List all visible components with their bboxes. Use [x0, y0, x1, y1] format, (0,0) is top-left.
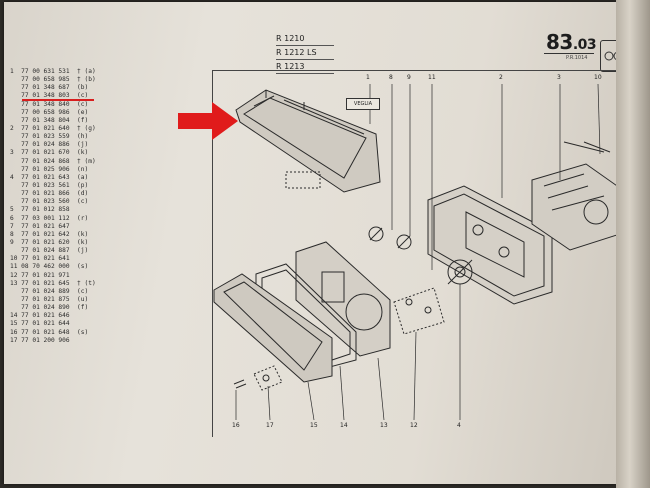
part-row: 9 77 01 021 620 (k) — [10, 238, 89, 246]
part-row: 77 01 024 887 (j) — [10, 247, 89, 255]
veglia-brand-label: VEGLIA — [346, 98, 380, 110]
part-row: 12 77 01 021 971 — [10, 271, 70, 279]
part-row: 77 01 348 687 (b) — [10, 84, 89, 92]
part-row: 77 01 348 840 (c) — [10, 100, 89, 108]
part-row: 17 77 01 200 906 — [10, 336, 70, 344]
part-row: 11 08 70 462 000 (s) — [10, 263, 89, 271]
part-row: 14 77 01 021 646 — [10, 312, 70, 320]
part-row: 77 01 021 875 (u) — [10, 295, 89, 303]
part-row: 2 77 01 021 640 † (g) — [10, 124, 96, 132]
page-stack-edge — [616, 0, 650, 488]
part-row: 16 77 01 021 648 (s) — [10, 328, 89, 336]
callout-3: 3 — [557, 74, 561, 81]
part-row: 77 00 658 986 (e) — [10, 108, 89, 116]
part-row: 6 77 03 001 112 (r) — [10, 214, 89, 222]
callout-1: 1 — [366, 74, 370, 81]
part-row: 77 01 024 886 (j) — [10, 141, 89, 149]
callout-14: 14 — [340, 422, 348, 429]
dial-plate — [295, 241, 391, 357]
part-row: 13 77 01 021 645 † (t) — [10, 279, 96, 287]
leader-lines — [235, 83, 601, 421]
callout-13: 13 — [380, 422, 388, 429]
printed-circuit — [531, 141, 616, 251]
diagram-frame — [212, 70, 631, 437]
callout-16: 16 — [232, 422, 240, 429]
part-row: 4 77 01 021 643 (a) — [10, 173, 89, 181]
callout-2: 2 — [499, 74, 503, 81]
part-row: 77 01 024 889 (c) — [10, 287, 89, 295]
page-reference: P.R.1014 — [566, 55, 588, 61]
highlight-underline — [22, 99, 94, 101]
parts-list: 1 77 00 631 531 † (a) 77 00 658 985 † (b… — [10, 68, 96, 345]
part-row: 10 77 01 021 641 — [10, 255, 70, 263]
part-row: 5 77 01 012 858 — [10, 206, 70, 214]
callout-8: 8 — [389, 74, 393, 81]
instrument-hood — [235, 89, 381, 193]
part-row: 8 77 01 021 642 (k) — [10, 230, 89, 238]
catalog-page: R 1210 R 1212 LS R 1213 83.03 P.R.1014 1… — [4, 2, 640, 484]
red-arrow-icon — [178, 102, 238, 140]
model-3: R 1213 — [276, 60, 334, 74]
callout-17: 17 — [266, 422, 274, 429]
part-row: 77 01 021 866 (d) — [10, 190, 89, 198]
lens-glass — [213, 273, 333, 383]
page-number-sub: .03 — [572, 37, 597, 53]
callout-15: 15 — [310, 422, 318, 429]
part-row: 77 01 024 890 (f) — [10, 304, 89, 312]
page-number: 83.03 — [546, 30, 597, 54]
part-row: 77 00 658 985 † (b) — [10, 76, 96, 84]
model-list: R 1210 R 1212 LS R 1213 — [276, 32, 334, 74]
small-screws — [233, 365, 283, 391]
part-row: 77 01 025 906 (n) — [10, 165, 89, 173]
instrument-housing — [427, 185, 553, 305]
part-row: 77 01 348 803 (c) — [10, 92, 89, 100]
model-1: R 1210 — [276, 32, 334, 46]
callout-9: 9 — [407, 74, 411, 81]
screw-group — [393, 287, 445, 335]
part-row: 77 01 023 560 (c) — [10, 198, 89, 206]
exploded-diagram — [213, 83, 616, 421]
callout-4: 4 — [457, 422, 461, 429]
callout-12: 12 — [410, 422, 418, 429]
part-row: 1 77 00 631 531 † (a) — [10, 68, 96, 75]
part-row: 77 01 023 559 (h) — [10, 133, 89, 141]
part-row: 77 01 348 804 (f) — [10, 116, 89, 124]
callout-10: 10 — [594, 74, 602, 81]
callout-11: 11 — [428, 74, 436, 81]
part-row: 77 01 023 561 (p) — [10, 181, 89, 189]
lamp-holders — [368, 226, 412, 250]
part-row: 15 77 01 021 644 — [10, 320, 70, 328]
page-number-rule — [544, 53, 594, 54]
part-row: 7 77 01 021 647 — [10, 222, 70, 230]
part-row: 77 01 024 868 † (m) — [10, 157, 96, 165]
part-row: 3 77 01 021 670 (k) — [10, 149, 89, 157]
model-2: R 1212 LS — [276, 46, 334, 60]
